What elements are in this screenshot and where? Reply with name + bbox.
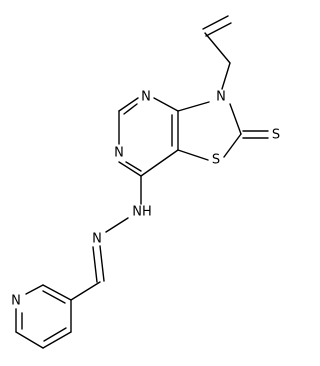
- bond-allyl-vinyl-2: [205, 22, 232, 37]
- bond-allyl-vinyl-1: [202, 15, 229, 30]
- atom-n-pyrimidine-left: N: [114, 146, 124, 161]
- atom-n-allyl: N: [216, 90, 226, 105]
- bond-py-c5-c4-inner: [43, 327, 67, 342]
- bond-c2-s1: [223, 133, 242, 158]
- bond-c3a-n4: [153, 97, 179, 112]
- bond-c7-c7a: [140, 149, 179, 177]
- bond-s1-c7a: [177, 149, 209, 161]
- atom-s-ring: S: [212, 153, 220, 168]
- bond-n3-c2: [229, 103, 242, 135]
- atom-nh-hydrazone: NH: [132, 205, 152, 220]
- hydrazone-linker: [70, 175, 142, 301]
- bond-c3a-n3: [177, 101, 210, 112]
- bond-py-c6-c5: [15, 331, 44, 349]
- bond-allyl-ch: [204, 32, 231, 64]
- bond-py-c5-c4: [42, 331, 72, 349]
- bond-n4-c5-inner: [123, 103, 138, 115]
- bond-py-c3-c2-inner: [42, 290, 66, 304]
- bond-n-ch-1: [99, 245, 105, 282]
- bond-n-ch-2: [92, 246, 98, 283]
- atom-s-thione: S: [272, 128, 280, 143]
- bond-n6-c7-inner: [125, 161, 142, 172]
- bond-py-c3-c2: [42, 284, 72, 301]
- pyridine-ring: [15, 284, 72, 349]
- pyrimidine-ring: [118, 97, 179, 177]
- atom-n-pyridine: N: [11, 294, 21, 309]
- allyl-group: [202, 15, 232, 90]
- molecule-structure: N N N S S NH N N: [11, 15, 280, 349]
- bond-n4-c5: [118, 97, 139, 112]
- bond-n6-c7: [118, 161, 142, 177]
- bond-allyl-ch2: [221, 62, 231, 90]
- thiazole-ring: [177, 101, 269, 161]
- bond-py-c2-n: [25, 284, 44, 295]
- bond-nh-n: [105, 217, 129, 233]
- bond-ch-pyridine: [70, 281, 101, 301]
- atom-n-hydrazone: N: [92, 232, 102, 247]
- atom-n-pyrimidine-top: N: [141, 90, 151, 105]
